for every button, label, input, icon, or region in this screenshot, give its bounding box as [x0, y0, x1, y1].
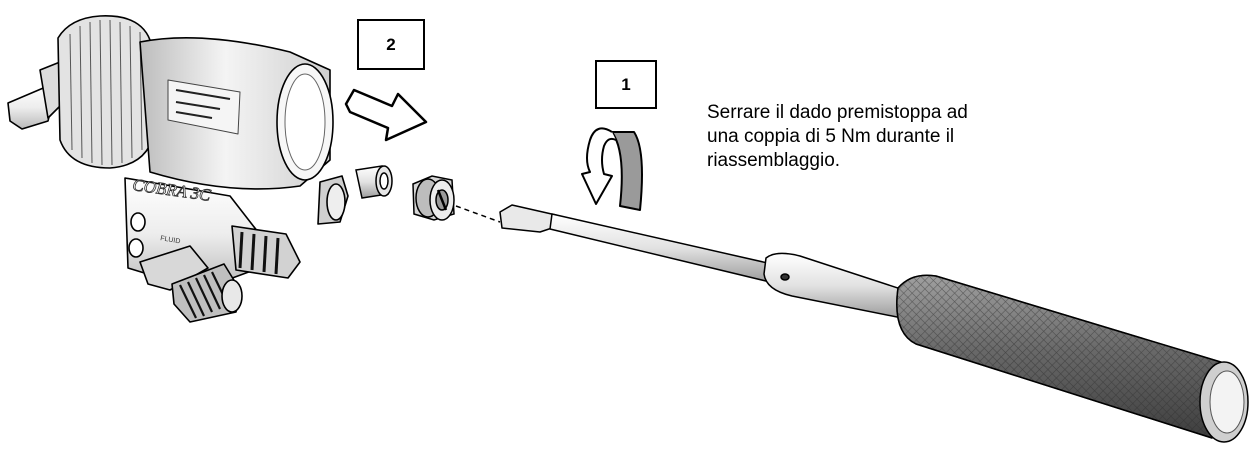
- insert-arrow: [344, 88, 428, 142]
- screwdriver: [499, 204, 1249, 443]
- step-1-box: 1: [595, 60, 657, 109]
- instruction-line: riassemblaggio.: [707, 150, 841, 171]
- step-1-label: 1: [621, 74, 631, 94]
- step-2-label: 2: [386, 34, 396, 54]
- screwdriver-ferrule: [763, 252, 911, 319]
- step-2-box: 2: [357, 19, 425, 70]
- packing-sleeve: [355, 165, 393, 199]
- packing-nut: [412, 175, 455, 221]
- gun-port-label: FLUID: [160, 235, 181, 245]
- spray-gun: COBRA 3C FLUID: [7, 15, 349, 323]
- alignment-dashed-line: [455, 205, 501, 223]
- instruction-text: Serrare il dado premistoppa ad una coppi…: [707, 101, 1127, 173]
- instruction-line: Serrare il dado premistoppa ad: [707, 102, 968, 123]
- screwdriver-blade: [499, 204, 559, 233]
- rotate-arrow: [581, 127, 643, 211]
- instruction-line: una coppia di 5 Nm durante il: [707, 126, 955, 147]
- screwdriver-shaft: [549, 213, 773, 283]
